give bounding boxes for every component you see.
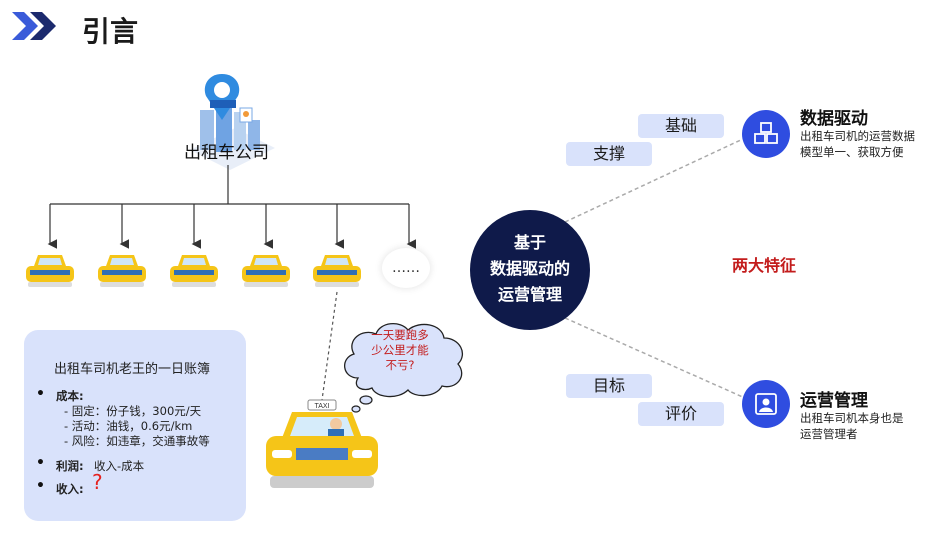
income-question-mark: ?: [92, 470, 103, 494]
center-concept-text: 基于 数据驱动的 运营管理: [470, 230, 590, 308]
feature-data-title: 数据驱动: [800, 109, 868, 129]
feature-ops-desc-line: 运营管理者: [800, 427, 858, 441]
two-features-label: 两大特征: [732, 256, 797, 275]
center-line: 基于: [513, 233, 546, 252]
bullet-dot: •: [36, 478, 45, 494]
pill-evaluation: 评价: [638, 402, 724, 426]
feature-ops-title: 运营管理: [800, 391, 868, 411]
bubble-line: 不亏?: [385, 358, 415, 372]
company-label: 出租车公司: [184, 143, 269, 163]
income-label: 收入:: [56, 482, 84, 496]
page-title: 引言: [82, 15, 139, 48]
cubes-icon: [742, 110, 790, 158]
profit-label: 利润:: [56, 459, 84, 473]
ledger-card: [24, 330, 246, 521]
more-taxis-placeholder: ……: [382, 248, 430, 288]
feature-ops-desc-line: 出租车司机本身也是: [800, 411, 904, 425]
cost-fixed: - 固定：份子钱，300元/天: [64, 404, 202, 418]
taxi-driver-illustration: TAXI: [266, 399, 378, 488]
ledger-title: 出租车司机老王的一日账簿: [54, 362, 211, 377]
cost-activity: - 活动：油钱，0.6元/km: [64, 419, 193, 433]
center-line: 运营管理: [497, 285, 562, 304]
pill-basis: 基础: [638, 114, 724, 138]
taxi-icon: [313, 255, 361, 287]
bubble-line: 一天要跑多: [371, 328, 429, 342]
bubble-line: 少公里才能: [371, 343, 429, 357]
thought-bubble: [344, 323, 463, 413]
feature-data-desc-line: 出租车司机的运营数据: [800, 129, 915, 143]
cost-label: 成本:: [56, 389, 84, 403]
pill-support: 支撑: [566, 142, 652, 166]
feature-data-desc-line: 模型单一、获取方便: [800, 145, 904, 159]
profit-value: 收入-成本: [94, 459, 145, 473]
center-line: 数据驱动的: [489, 259, 570, 278]
taxi-icon: [26, 255, 74, 287]
center-concept-circle: [470, 210, 590, 330]
double-chevron-icon: [12, 12, 56, 40]
thought-bubble-text: 一天要跑多 少公里才能 不亏?: [350, 328, 450, 373]
bullet-dot: •: [36, 455, 45, 471]
pill-goal: 目标: [566, 374, 652, 398]
user-card-icon: [742, 380, 790, 428]
taxi-sign: TAXI: [314, 403, 329, 410]
cost-risk: - 风险：如违章，交通事故等: [64, 434, 210, 448]
bullet-dot: •: [36, 386, 45, 402]
taxi-icon: [242, 255, 290, 287]
taxi-icon: [98, 255, 146, 287]
company-building-icon: [190, 74, 275, 170]
taxi-icon: [170, 255, 218, 287]
